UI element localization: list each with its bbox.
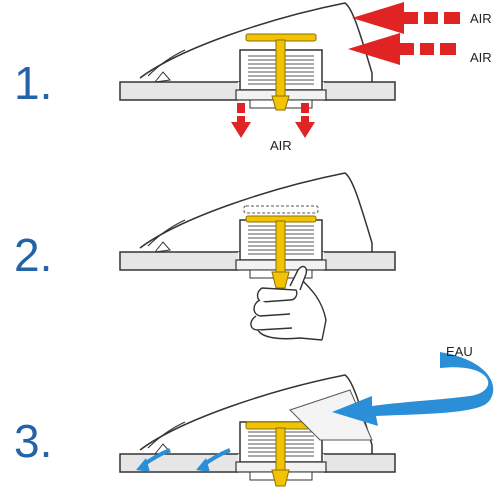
- step-3-vent: [119, 374, 396, 487]
- step-number-3: 3.: [14, 415, 53, 467]
- air-arrow-middle: [348, 33, 456, 65]
- air-label-1: AIR: [470, 11, 492, 26]
- air-arrow-down-left: [231, 103, 251, 138]
- air-label-2: AIR: [470, 50, 492, 65]
- hand-illustration: [250, 265, 327, 341]
- step-2-vent: [119, 172, 396, 289]
- air-arrow-top: [352, 2, 460, 34]
- water-arrow: [332, 352, 494, 426]
- step-1-vent: [119, 2, 396, 111]
- air-label-3: AIR: [270, 138, 292, 153]
- drain-arrow-left-head: [136, 458, 150, 472]
- air-arrow-down-right: [295, 103, 315, 138]
- step-number-2: 2.: [14, 229, 53, 281]
- drain-arrow-right-head: [196, 458, 210, 472]
- step-number-1: 1.: [14, 57, 53, 109]
- eau-label: EAU: [446, 344, 473, 359]
